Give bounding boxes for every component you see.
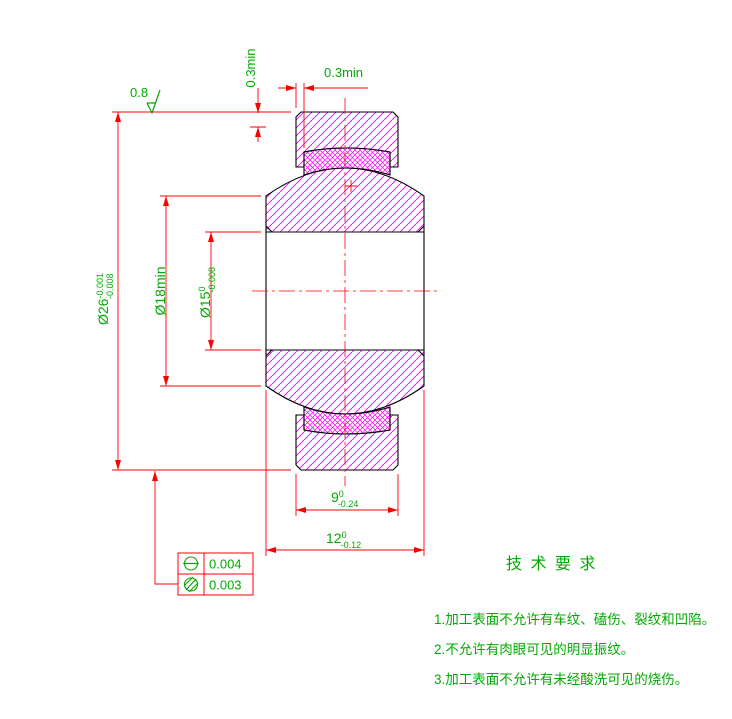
dim-recess-horizontal-label: 0.3min xyxy=(324,65,363,80)
circle-with-line-symbol xyxy=(183,556,199,571)
dimension-lines xyxy=(112,83,425,585)
dim-outer-width-label: 90-0.24 xyxy=(331,489,358,509)
bore-chamfer-lines xyxy=(265,225,425,357)
tolerance-frame: 0.004 0.003 xyxy=(177,552,254,596)
roughness-value: 0.8 xyxy=(130,85,148,100)
extension-lines xyxy=(112,83,425,556)
bearing-section-view xyxy=(265,111,425,471)
tech-note-3: 3.加工表面不允许有未经酸洗可见的烧伤。 xyxy=(434,672,688,687)
dim-sphere-od-label: Ø18min xyxy=(152,266,168,315)
arc-center-mark xyxy=(345,180,357,192)
tech-requirements-title: 技 术 要 求 xyxy=(506,555,597,573)
svg-text:Ø150-0.008: Ø150-0.008 xyxy=(197,267,217,318)
roughness-icon xyxy=(146,89,161,115)
technical-requirements: 技 术 要 求 1.加工表面不允许有车纹、磕伤、裂纹和凹陷。 2.不允许有肉眼可… xyxy=(434,555,715,687)
center-lines xyxy=(252,98,438,486)
svg-text:0.3min: 0.3min xyxy=(243,48,258,87)
dim-recess-vertical-label: 0.3min xyxy=(243,48,258,87)
dim-inner-width-label: 120-0.12 xyxy=(326,530,361,550)
circle-with-hatch-symbol xyxy=(183,576,199,593)
tech-note-2: 2.不允许有肉眼可见的明显振纹。 xyxy=(434,642,634,657)
tech-note-1: 1.加工表面不允许有车纹、磕伤、裂纹和凹陷。 xyxy=(434,611,715,627)
surface-roughness: 0.8 xyxy=(130,85,161,115)
svg-text:Ø26-0.001-0.008: Ø26-0.001-0.008 xyxy=(95,273,115,325)
dimension-arrowheads xyxy=(115,85,424,553)
tolerance-value-2: 0.003 xyxy=(209,578,242,593)
tolerance-value-1: 0.004 xyxy=(209,557,242,572)
tolerance-frame-leader xyxy=(154,471,178,585)
dim-bore-label: Ø150-0.008 xyxy=(197,267,217,318)
tolerance-frame-row2 xyxy=(177,573,254,596)
svg-text:Ø18min: Ø18min xyxy=(152,266,168,315)
dim-od-label: Ø26-0.001-0.008 xyxy=(95,273,115,325)
